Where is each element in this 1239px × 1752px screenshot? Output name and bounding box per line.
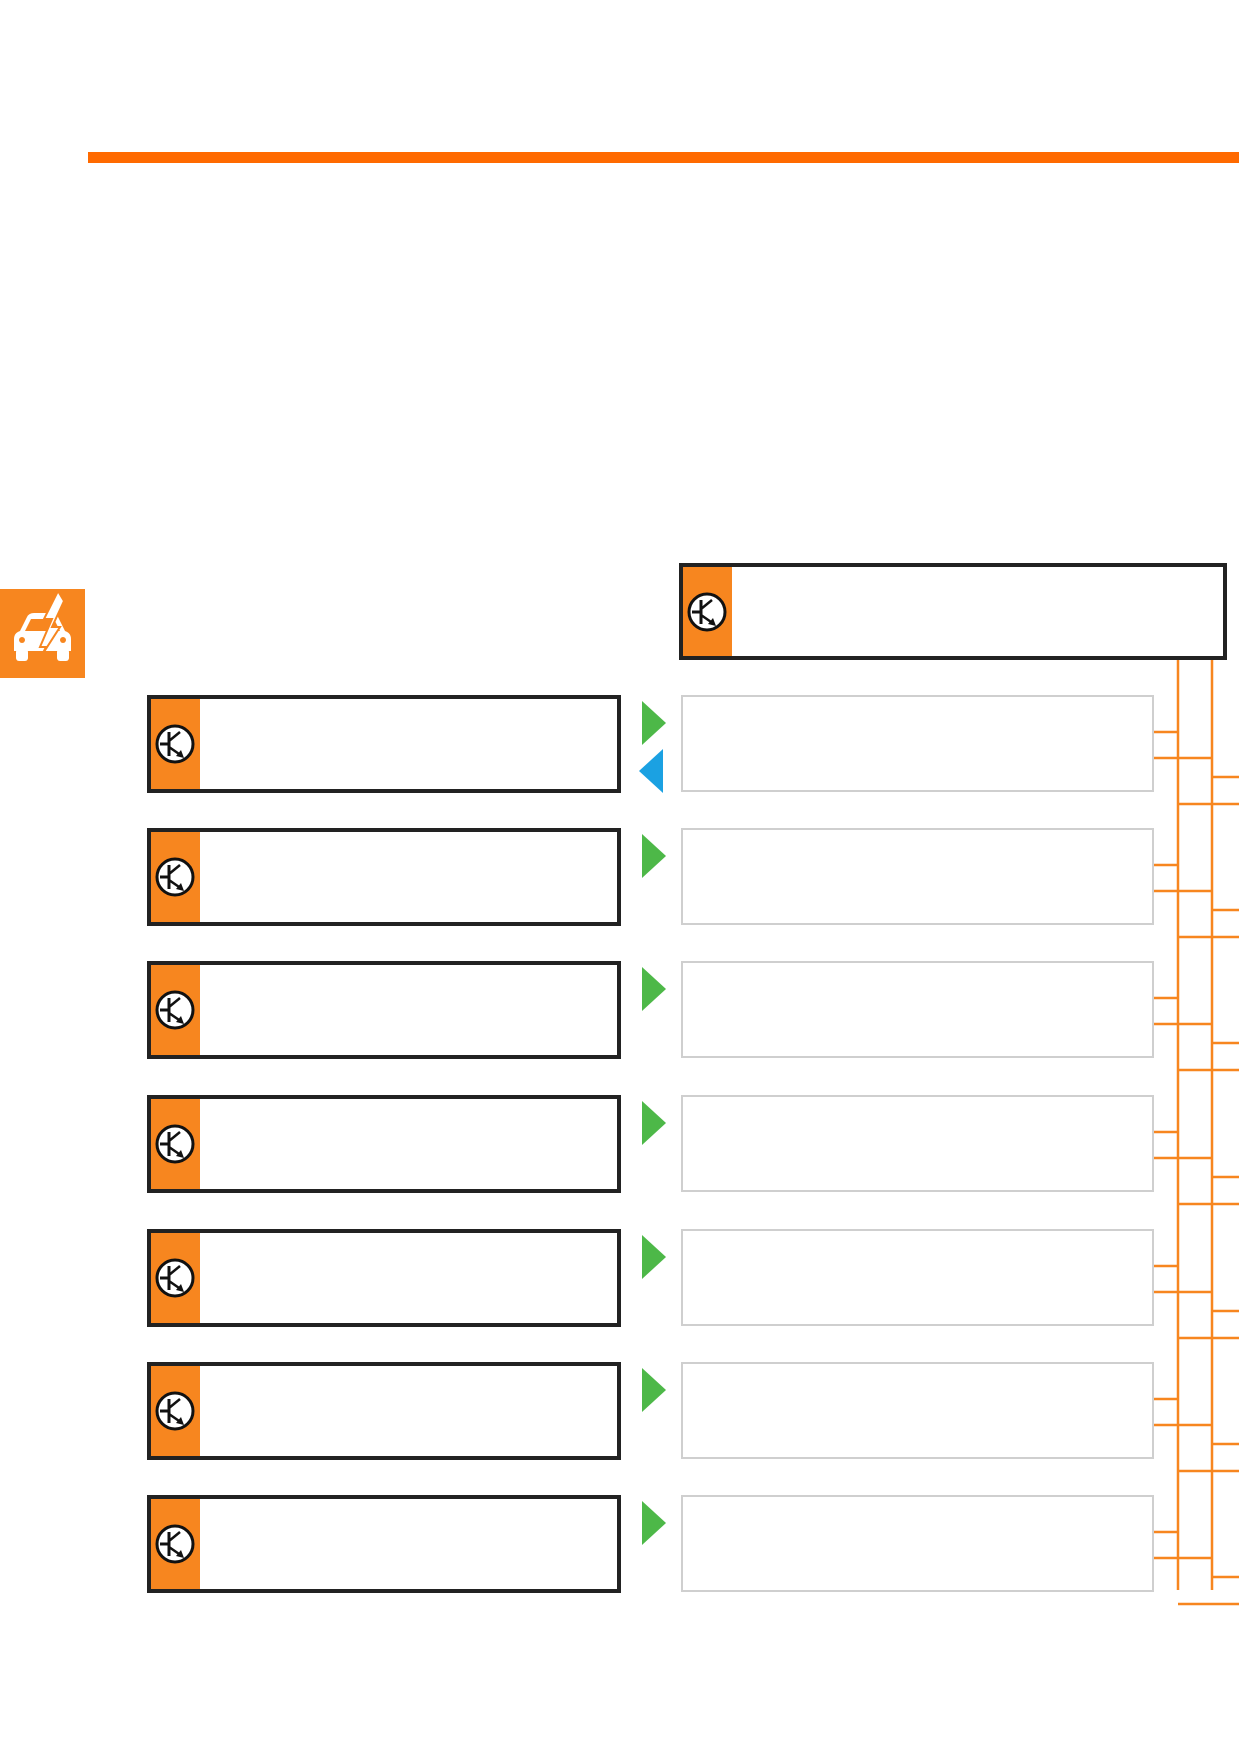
input-box-1[interactable] xyxy=(147,695,621,793)
output-arrow xyxy=(642,834,666,878)
output-arrow xyxy=(642,1501,666,1545)
transistor-icon xyxy=(155,857,195,897)
output-arrow xyxy=(642,1235,666,1279)
control-unit-box[interactable] xyxy=(679,563,1227,660)
transistor-icon xyxy=(155,990,195,1030)
output-box-3[interactable] xyxy=(681,961,1154,1058)
output-box-1[interactable] xyxy=(681,695,1154,792)
input-box-7[interactable] xyxy=(147,1495,621,1593)
output-box-6[interactable] xyxy=(681,1362,1154,1459)
input-box-3[interactable] xyxy=(147,961,621,1059)
transistor-icon xyxy=(155,1258,195,1298)
output-box-7[interactable] xyxy=(681,1495,1154,1592)
feedback-arrow xyxy=(639,749,663,793)
section-tab xyxy=(0,589,85,678)
output-arrow xyxy=(642,967,666,1011)
input-box-6[interactable] xyxy=(147,1362,621,1460)
transistor-icon xyxy=(155,1391,195,1431)
output-box-5[interactable] xyxy=(681,1229,1154,1326)
transistor-icon xyxy=(155,1524,195,1564)
transistor-icon xyxy=(155,724,195,764)
header-rule xyxy=(88,152,1239,163)
transistor-icon xyxy=(155,1124,195,1164)
output-arrow xyxy=(642,1368,666,1412)
car-electrical-icon xyxy=(0,589,85,678)
output-arrow xyxy=(642,701,666,745)
input-box-4[interactable] xyxy=(147,1095,621,1193)
output-box-2[interactable] xyxy=(681,828,1154,925)
output-box-4[interactable] xyxy=(681,1095,1154,1192)
input-box-2[interactable] xyxy=(147,828,621,926)
transistor-icon xyxy=(687,592,727,631)
output-arrow xyxy=(642,1101,666,1145)
input-box-5[interactable] xyxy=(147,1229,621,1327)
